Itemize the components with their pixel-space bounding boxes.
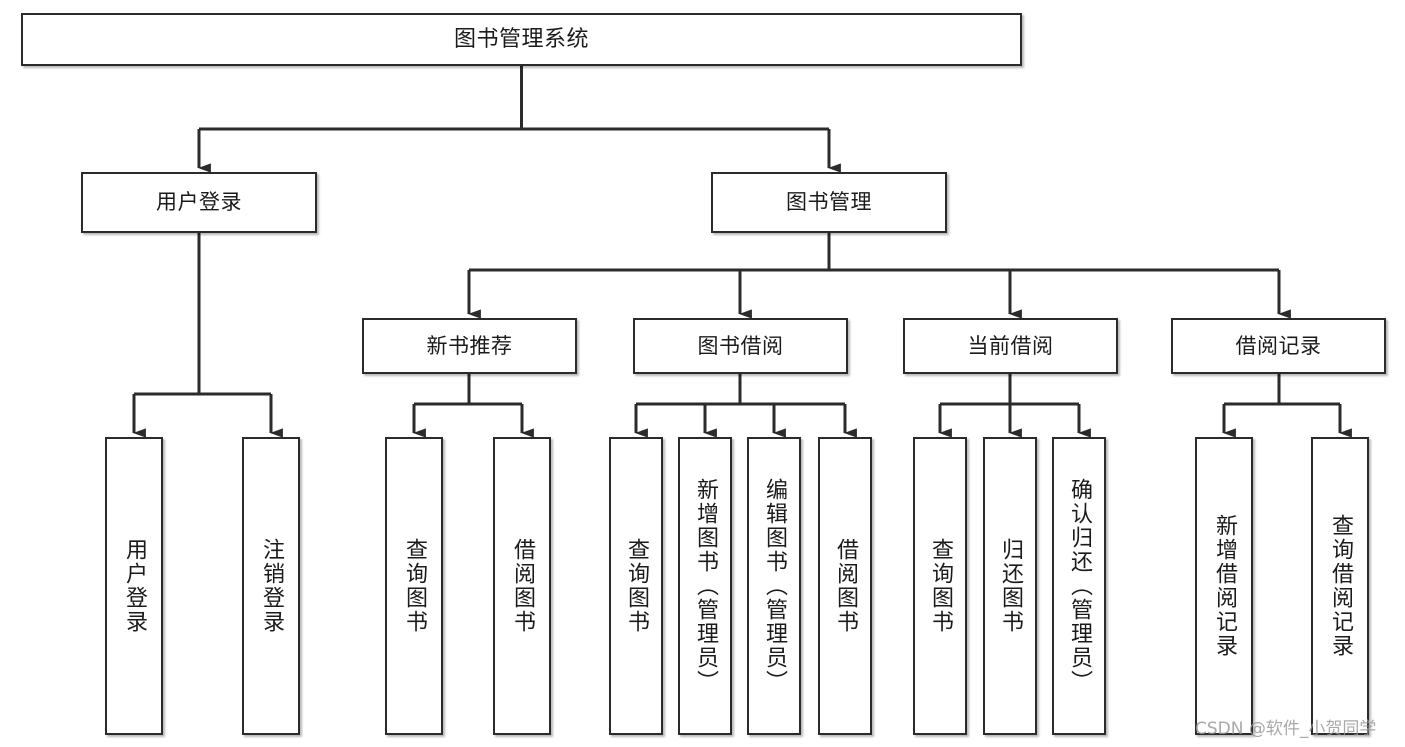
node-label: 图书管理 [786,190,872,215]
node-leaf-borrow-book-recommend[interactable]: 借阅图书 [493,437,551,735]
csdn-watermark: CSDN @软件_小贺同学 [1195,719,1377,739]
node-borrowing-record[interactable]: 借阅记录 [1171,318,1386,374]
node-book-management[interactable]: 图书管理 [711,172,947,233]
node-leaf-borrow-book[interactable]: 借阅图书 [818,437,872,735]
node-leaf-add-book-admin[interactable]: 新增图书（管理员） [678,437,732,735]
node-leaf-query-book-borrow[interactable]: 查询图书 [609,437,663,735]
node-label: 图书借阅 [697,333,784,358]
node-label: 新书推荐 [426,333,513,358]
node-label: 查询图书 [624,538,649,634]
node-label: 图书管理系统 [453,26,589,52]
node-user-login[interactable]: 用户登录 [81,172,317,233]
node-book-management-system[interactable]: 图书管理系统 [21,13,1022,66]
node-leaf-add-borrow-record[interactable]: 新增借阅记录 [1195,437,1253,735]
node-leaf-query-borrow-record[interactable]: 查询借阅记录 [1311,437,1369,735]
node-label: 用户登录 [122,538,147,634]
node-label: 借阅图书 [833,538,858,634]
node-label: 查询图书 [402,538,427,634]
node-label: 新增借阅记录 [1212,514,1237,658]
node-current-borrowing[interactable]: 当前借阅 [903,318,1118,374]
node-label: 编辑图书（管理员） [762,478,787,694]
node-label: 新增图书（管理员） [693,478,718,694]
node-label: 查询图书 [928,538,953,634]
node-label: 借阅图书 [510,538,535,634]
node-label: 当前借阅 [967,333,1054,358]
node-leaf-query-book-recommend[interactable]: 查询图书 [385,437,443,735]
node-label: 查询借阅记录 [1328,514,1353,658]
node-book-borrowing[interactable]: 图书借阅 [633,318,848,374]
node-leaf-logout[interactable]: 注销登录 [242,437,300,735]
node-label: 确认归还（管理员） [1067,478,1092,694]
node-leaf-confirm-return-admin[interactable]: 确认归还（管理员） [1052,437,1106,735]
node-leaf-return-book[interactable]: 归还图书 [983,437,1037,735]
node-leaf-query-book-current[interactable]: 查询图书 [913,437,967,735]
node-label: 注销登录 [259,538,284,634]
node-label: 借阅记录 [1235,333,1322,358]
node-leaf-edit-book-admin[interactable]: 编辑图书（管理员） [747,437,801,735]
node-label: 归还图书 [998,538,1023,634]
node-new-book-recommendation[interactable]: 新书推荐 [362,318,577,374]
node-label: 用户登录 [156,190,242,215]
node-leaf-user-login[interactable]: 用户登录 [105,437,163,735]
